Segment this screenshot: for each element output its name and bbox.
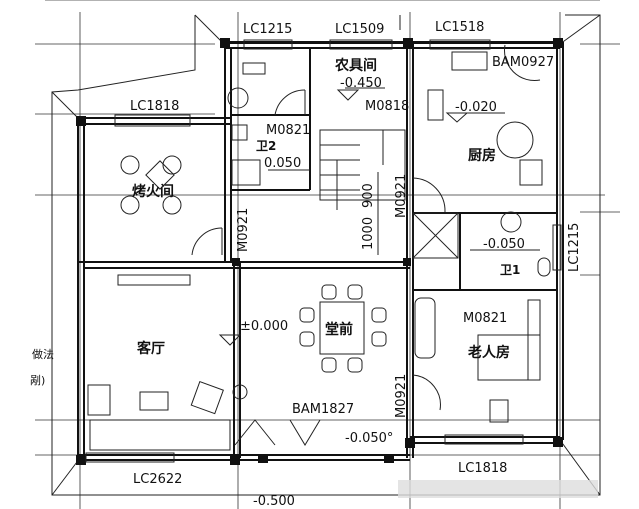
door-label: M0821 bbox=[463, 311, 507, 326]
window-label: LC1818 bbox=[458, 461, 507, 476]
door-label: M0821 bbox=[266, 123, 310, 138]
window-label: LC2622 bbox=[133, 472, 182, 487]
elevation-label: -0.050 bbox=[483, 237, 525, 252]
elevation-label: 0.050 bbox=[264, 156, 301, 171]
door-label: M0921 bbox=[236, 208, 251, 252]
room-label-kitchen: 厨房 bbox=[468, 147, 496, 164]
door-label: BAM1827 bbox=[292, 402, 354, 417]
door-label: M0921 bbox=[394, 374, 409, 418]
room-label-living-room: 客厅 bbox=[136, 340, 165, 357]
room-label-bathroom2: 卫2 bbox=[256, 139, 276, 153]
door-label: M0921 bbox=[394, 174, 409, 218]
room-label-elder-room: 老人房 bbox=[468, 344, 510, 361]
windows bbox=[85, 39, 562, 463]
elevation-label: -0.450 bbox=[340, 76, 382, 91]
room-label-hall: 堂前 bbox=[325, 321, 353, 338]
elevation-label: ±0.000 bbox=[240, 319, 288, 334]
elevation-label: -0.020 bbox=[455, 100, 497, 115]
elevation-label: -0.500 bbox=[253, 494, 295, 509]
window-label: LC1215 bbox=[567, 223, 582, 272]
columns bbox=[76, 38, 563, 465]
stair bbox=[319, 129, 406, 255]
doors bbox=[191, 15, 541, 446]
furniture bbox=[87, 51, 551, 451]
elevation-markers bbox=[218, 87, 540, 346]
margin-note: 剐) bbox=[30, 374, 45, 387]
room-label-tool-room: 农具间 bbox=[334, 57, 377, 74]
window-label: LC1518 bbox=[435, 20, 484, 35]
door-label: M0818 bbox=[365, 99, 409, 114]
watermark-blur bbox=[398, 480, 598, 498]
window-label: LC1215 bbox=[243, 22, 292, 37]
dimension-label: 1000 bbox=[361, 217, 376, 250]
room-label-bathroom1: 卫1 bbox=[500, 263, 520, 277]
margin-note: 做法 bbox=[32, 347, 54, 361]
window-label: LC1509 bbox=[335, 22, 384, 37]
roof-outline bbox=[51, 14, 601, 496]
room-label-fire-room: 烤火间 bbox=[132, 183, 174, 200]
axis-lines bbox=[35, 0, 620, 509]
window-label: LC1818 bbox=[130, 99, 179, 114]
door-label: BAM0927 bbox=[492, 55, 554, 70]
elevation-label: -0.050° bbox=[345, 431, 393, 446]
dimension-label: 900 bbox=[361, 183, 376, 208]
